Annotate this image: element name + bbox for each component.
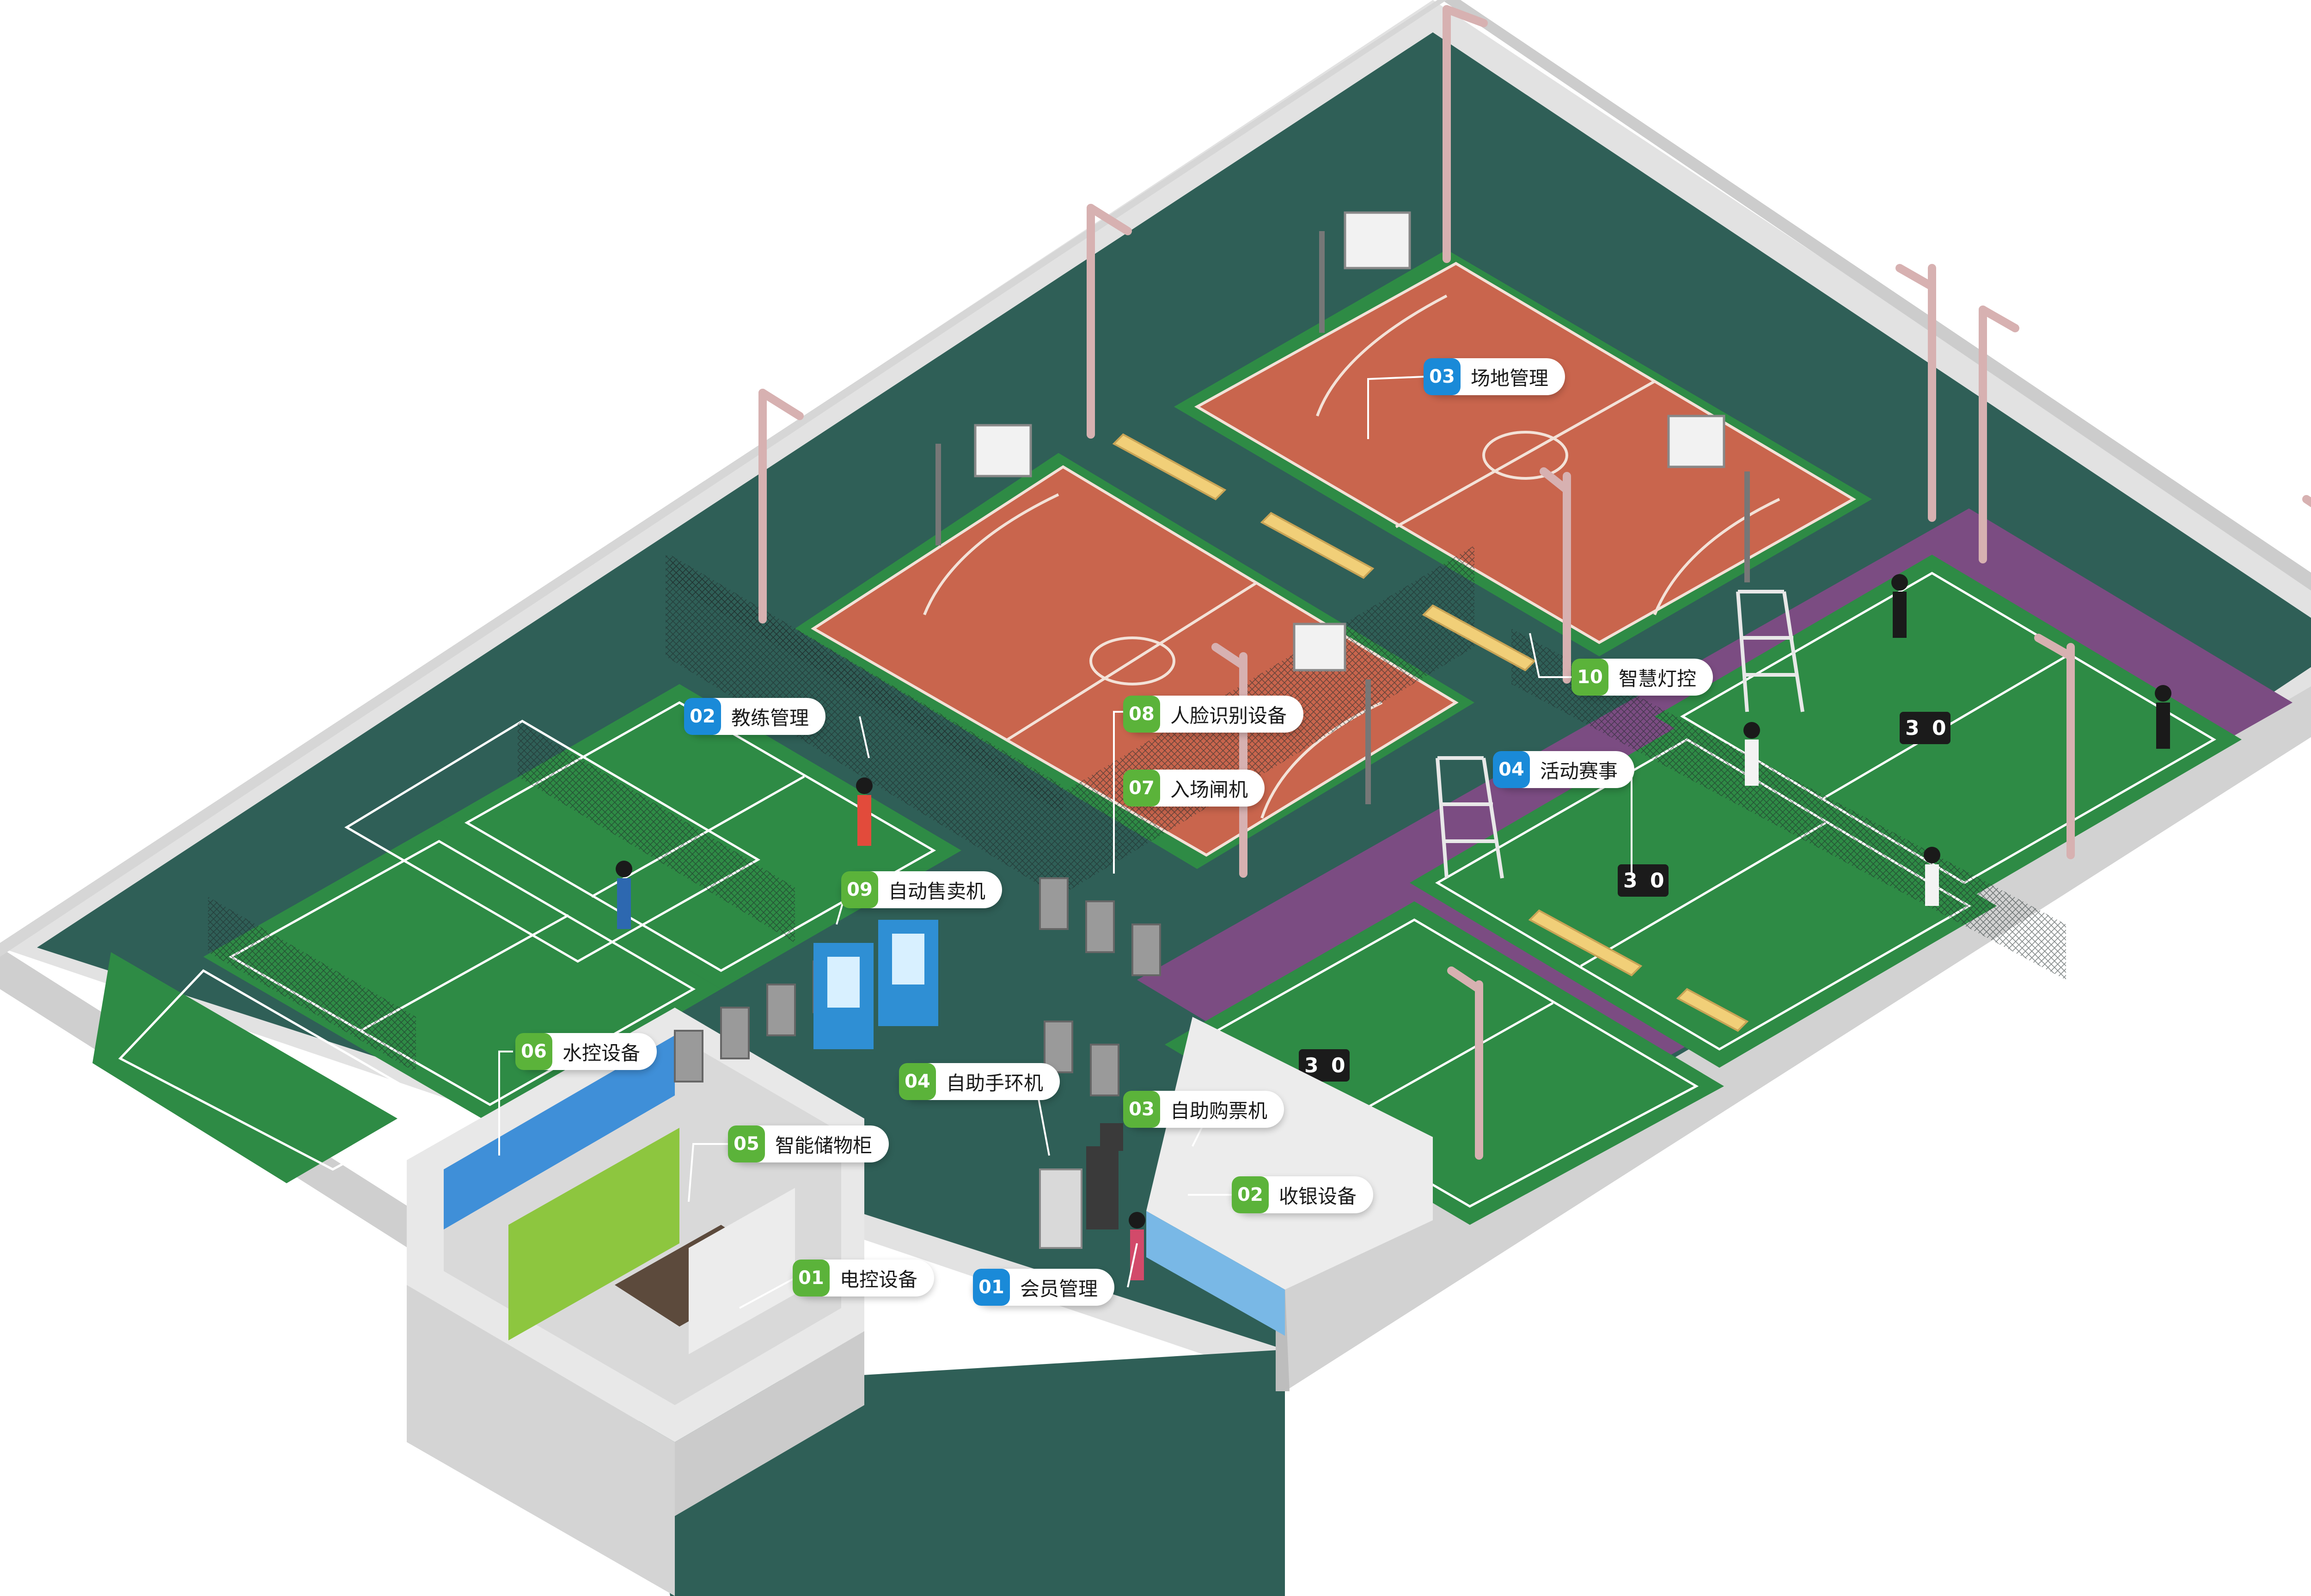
- label-number: 04: [1493, 751, 1530, 788]
- label-vending-machine: 09 自动售卖机: [841, 871, 1003, 908]
- scoreboard-shop-right: 0: [1331, 1054, 1345, 1077]
- scoreboard-digits: 3 0 3 0 3 0: [1304, 716, 1946, 1077]
- label-number: 05: [728, 1125, 765, 1162]
- label-number: 04: [899, 1063, 936, 1100]
- label-number: 02: [1232, 1176, 1269, 1213]
- label-text: 自动售卖机: [888, 880, 986, 903]
- label-water-control: 06 水控设备: [515, 1033, 657, 1070]
- shop-area: [1039, 1017, 1433, 1336]
- label-member-management: 01 会员管理: [973, 1269, 1115, 1306]
- scoreboard-center-right: 0: [1650, 869, 1664, 893]
- label-text: 收银设备: [1279, 1185, 1357, 1208]
- label-text: 会员管理: [1020, 1277, 1098, 1300]
- label-smart-locker: 05 智能储物柜: [728, 1125, 889, 1162]
- label-number: 08: [1123, 696, 1160, 733]
- label-number: 10: [1571, 659, 1608, 696]
- label-text: 电控设备: [840, 1268, 918, 1291]
- label-text: 入场闸机: [1170, 778, 1248, 801]
- scoreboard-right-right: 0: [1932, 716, 1946, 740]
- basketball-court-front: [795, 453, 1474, 869]
- basketball-hoops: [935, 211, 1750, 804]
- label-text: 自助购票机: [1170, 1099, 1268, 1122]
- label-venue-management: 03 场地管理: [1424, 358, 1565, 395]
- benches: [1112, 433, 1749, 1032]
- label-face-recognition: 08 人脸识别设备: [1123, 696, 1304, 733]
- label-cashier: 02 收银设备: [1232, 1176, 1374, 1213]
- label-text: 人脸识别设备: [1170, 704, 1287, 727]
- label-number: 09: [841, 871, 878, 908]
- label-coach-management: 02 教练管理: [684, 698, 826, 735]
- label-text: 水控设备: [562, 1041, 641, 1064]
- light-poles: [758, 5, 2311, 1160]
- label-wristband-machine: 04 自助手环机: [899, 1063, 1060, 1100]
- vending-machines: [813, 920, 938, 1049]
- label-number: 06: [515, 1033, 552, 1070]
- scoreboard-right-left: 3: [1905, 716, 1920, 740]
- label-number: 07: [1123, 770, 1160, 807]
- label-electric-control: 01 电控设备: [793, 1260, 935, 1296]
- label-events: 04 活动赛事: [1493, 751, 1635, 788]
- label-ticket-machine: 03 自助购票机: [1123, 1091, 1284, 1128]
- label-text: 场地管理: [1471, 367, 1549, 390]
- label-number: 03: [1123, 1091, 1160, 1128]
- label-text: 教练管理: [731, 706, 809, 729]
- label-text: 自助手环机: [946, 1071, 1044, 1095]
- label-number: 02: [684, 698, 721, 735]
- label-number: 01: [793, 1260, 830, 1296]
- label-text: 活动赛事: [1540, 759, 1618, 783]
- label-text: 智能储物柜: [775, 1134, 873, 1157]
- scoreboard-center-left: 3: [1623, 869, 1638, 893]
- label-number: 01: [973, 1269, 1010, 1306]
- players: [616, 574, 2171, 1280]
- label-text: 智慧灯控: [1619, 667, 1697, 690]
- umpire-chairs: [1436, 590, 1804, 879]
- scoreboard-shop-left: 3: [1304, 1054, 1319, 1077]
- label-entry-gate: 07 入场闸机: [1123, 770, 1265, 807]
- label-smart-lighting: 10 智慧灯控: [1571, 659, 1713, 696]
- scoreboards: [1299, 712, 1950, 1082]
- label-number: 03: [1424, 358, 1461, 395]
